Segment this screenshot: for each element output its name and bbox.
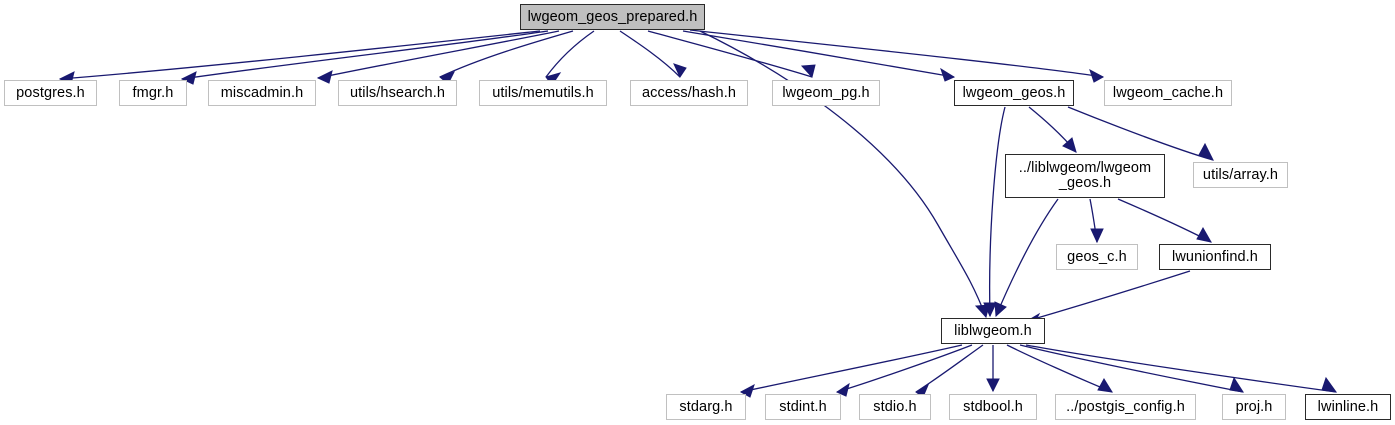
node-stdarg: stdarg.h: [666, 394, 746, 420]
edge-lwgeom_geos_prepared-to-lwgeom_cache: [689, 29, 1105, 83]
node-lwgeom_geos[interactable]: lwgeom_geos.h: [954, 80, 1074, 106]
edge-liblwgeom-to-postgis_config: [1006, 344, 1113, 393]
node-label: utils/memutils.h: [492, 84, 594, 101]
node-postgres: postgres.h: [4, 80, 97, 106]
arrowhead: [1229, 376, 1245, 393]
arrowhead: [316, 70, 333, 84]
edge-lwgeom_geos_prepared-to-miscadmin: [316, 30, 560, 84]
node-label: lwunionfind.h: [1172, 248, 1258, 265]
arrowhead: [180, 71, 197, 85]
node-label: utils/array.h: [1202, 166, 1279, 183]
node-stdio: stdio.h: [859, 394, 931, 420]
arrowhead: [1196, 226, 1212, 243]
node-stdbool: stdbool.h: [949, 394, 1037, 420]
node-label: stdint.h: [779, 398, 827, 415]
arrowhead: [1198, 142, 1215, 161]
node-utils_hsearch: utils/hsearch.h: [338, 80, 457, 106]
edge-lwgeom_geos_prepared-to-lwgeom_pg: [647, 30, 816, 79]
edge-lwgeom_geos-to-liblwgeom_lwgeom_geos: [1028, 106, 1077, 153]
edge-lwgeom_geos_prepared-to-lwgeom_geos: [682, 30, 956, 82]
edge-liblwgeom-to-stdbool: [986, 344, 1000, 393]
node-utils_array: utils/array.h: [1193, 162, 1288, 188]
arrowhead: [940, 67, 956, 82]
node-label: lwgeom_geos.h: [962, 84, 1066, 101]
edge-lwunionfind-to-liblwgeom: [1026, 270, 1191, 327]
arrowhead: [994, 301, 1007, 318]
node-label: lwgeom_cache.h: [1112, 84, 1224, 101]
node-label: utils/hsearch.h: [350, 84, 445, 101]
arrowhead: [1321, 376, 1338, 393]
edge-liblwgeom_lwgeom_geos-to-liblwgeom: [994, 198, 1059, 318]
arrowhead: [673, 63, 687, 79]
edge-lwgeom_geos_prepared-to-access_hash: [619, 30, 687, 79]
edge-liblwgeom-to-stdint: [835, 344, 973, 397]
edge-lwgeom_geos-to-utils_array: [1067, 106, 1215, 161]
node-geos_c: geos_c.h: [1056, 244, 1138, 270]
node-miscadmin: miscadmin.h: [208, 80, 316, 106]
edge-liblwgeom-to-proj: [1019, 344, 1245, 393]
node-liblwgeom_lwgeom_geos[interactable]: ../liblwgeom/lwgeom _geos.h: [1005, 154, 1165, 198]
node-label: stdbool.h: [963, 398, 1023, 415]
edge-liblwgeom_lwgeom_geos-to-geos_c: [1089, 198, 1104, 244]
edge-liblwgeom-to-lwinline: [1025, 344, 1338, 393]
node-label: stdarg.h: [679, 398, 733, 415]
node-label: fmgr.h: [132, 84, 174, 101]
node-label: miscadmin.h: [220, 84, 304, 101]
node-stdint: stdint.h: [765, 394, 841, 420]
edge-liblwgeom-to-stdarg: [739, 344, 963, 398]
node-postgis_config: ../postgis_config.h: [1055, 394, 1196, 420]
node-utils_memutils: utils/memutils.h: [479, 80, 607, 106]
node-label: stdio.h: [873, 398, 917, 415]
node-label: access/hash.h: [642, 84, 736, 101]
node-lwgeom_cache: lwgeom_cache.h: [1104, 80, 1232, 106]
arrowhead: [983, 302, 997, 318]
node-label: ../postgis_config.h: [1066, 398, 1185, 415]
node-label: ../liblwgeom/lwgeom _geos.h: [1018, 160, 1152, 191]
node-access_hash: access/hash.h: [630, 80, 748, 106]
node-label: lwgeom_geos_prepared.h: [527, 8, 698, 25]
arrowhead: [1097, 378, 1113, 393]
arrowhead: [835, 382, 850, 397]
node-label: lwinline.h: [1317, 398, 1379, 415]
node-lwgeom_pg: lwgeom_pg.h: [772, 80, 880, 106]
node-liblwgeom[interactable]: liblwgeom.h: [941, 318, 1045, 344]
node-lwunionfind[interactable]: lwunionfind.h: [1159, 244, 1271, 270]
node-lwinline[interactable]: lwinline.h: [1305, 394, 1391, 420]
edge-liblwgeom_lwgeom_geos-to-lwunionfind: [1117, 198, 1212, 243]
arrowhead: [1089, 68, 1105, 83]
node-proj: proj.h: [1222, 394, 1286, 420]
arrowhead: [986, 378, 1000, 393]
node-label: geos_c.h: [1067, 248, 1127, 265]
edge-lwgeom_geos-to-liblwgeom: [983, 106, 1006, 318]
arrowhead: [800, 64, 816, 79]
edge-lwgeom_geos_prepared-to-utils_memutils: [545, 30, 595, 86]
node-label: liblwgeom.h: [954, 322, 1032, 339]
node-label: proj.h: [1235, 398, 1273, 415]
node-lwgeom_geos_prepared[interactable]: lwgeom_geos_prepared.h: [520, 4, 705, 30]
node-label: postgres.h: [16, 84, 85, 101]
edge-lwgeom_geos_prepared-to-postgres: [58, 30, 541, 85]
edge-lwgeom_geos_prepared-to-fmgr: [180, 30, 549, 85]
arrowhead: [1062, 137, 1077, 153]
arrowhead: [1090, 228, 1104, 244]
node-fmgr: fmgr.h: [119, 80, 187, 106]
node-label: lwgeom_pg.h: [782, 84, 870, 101]
